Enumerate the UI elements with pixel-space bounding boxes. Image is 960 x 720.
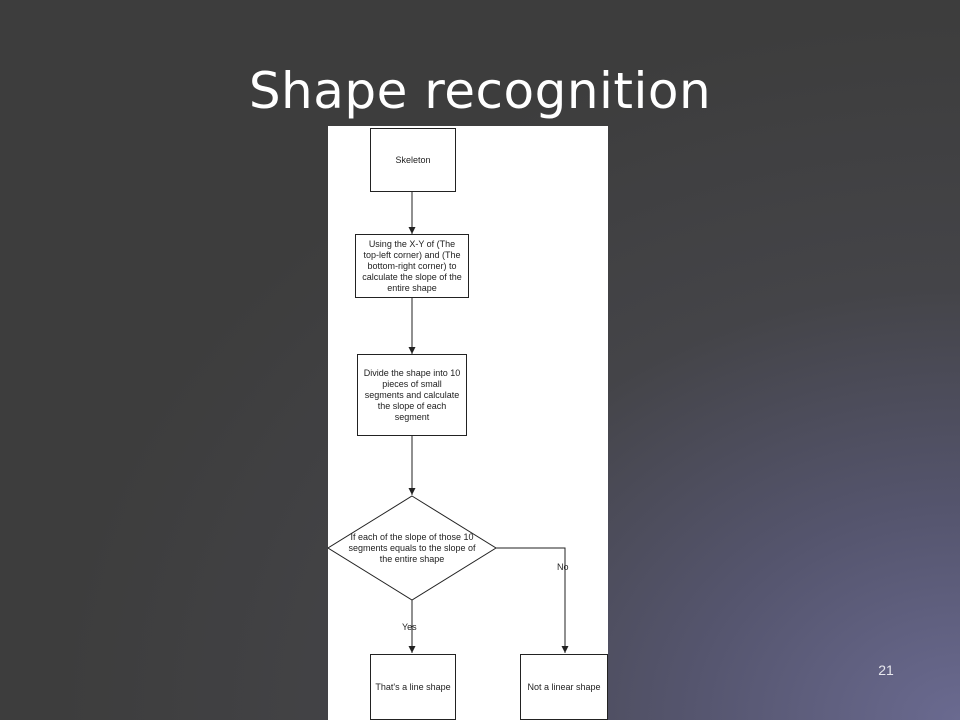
- edge-label-no: No: [557, 562, 569, 572]
- flowchart: Skeleton Using the X-Y of (The top-left …: [328, 126, 608, 720]
- decision-label: If each of the slope of those 10 segment…: [348, 532, 476, 564]
- node-divide-segments: Divide the shape into 10 pieces of small…: [357, 354, 467, 436]
- flowchart-connectors: [328, 192, 569, 653]
- slide-title: Shape recognition: [248, 62, 712, 120]
- page-number: 21: [878, 662, 894, 678]
- edge-label-yes: Yes: [402, 622, 417, 632]
- node-not-linear-shape: Not a linear shape: [520, 654, 608, 720]
- node-skeleton: Skeleton: [370, 128, 456, 192]
- node-calc-entire-slope: Using the X-Y of (The top-left corner) a…: [355, 234, 469, 298]
- edge-decision-no: [496, 547, 569, 653]
- node-line-shape: That's a line shape: [370, 654, 456, 720]
